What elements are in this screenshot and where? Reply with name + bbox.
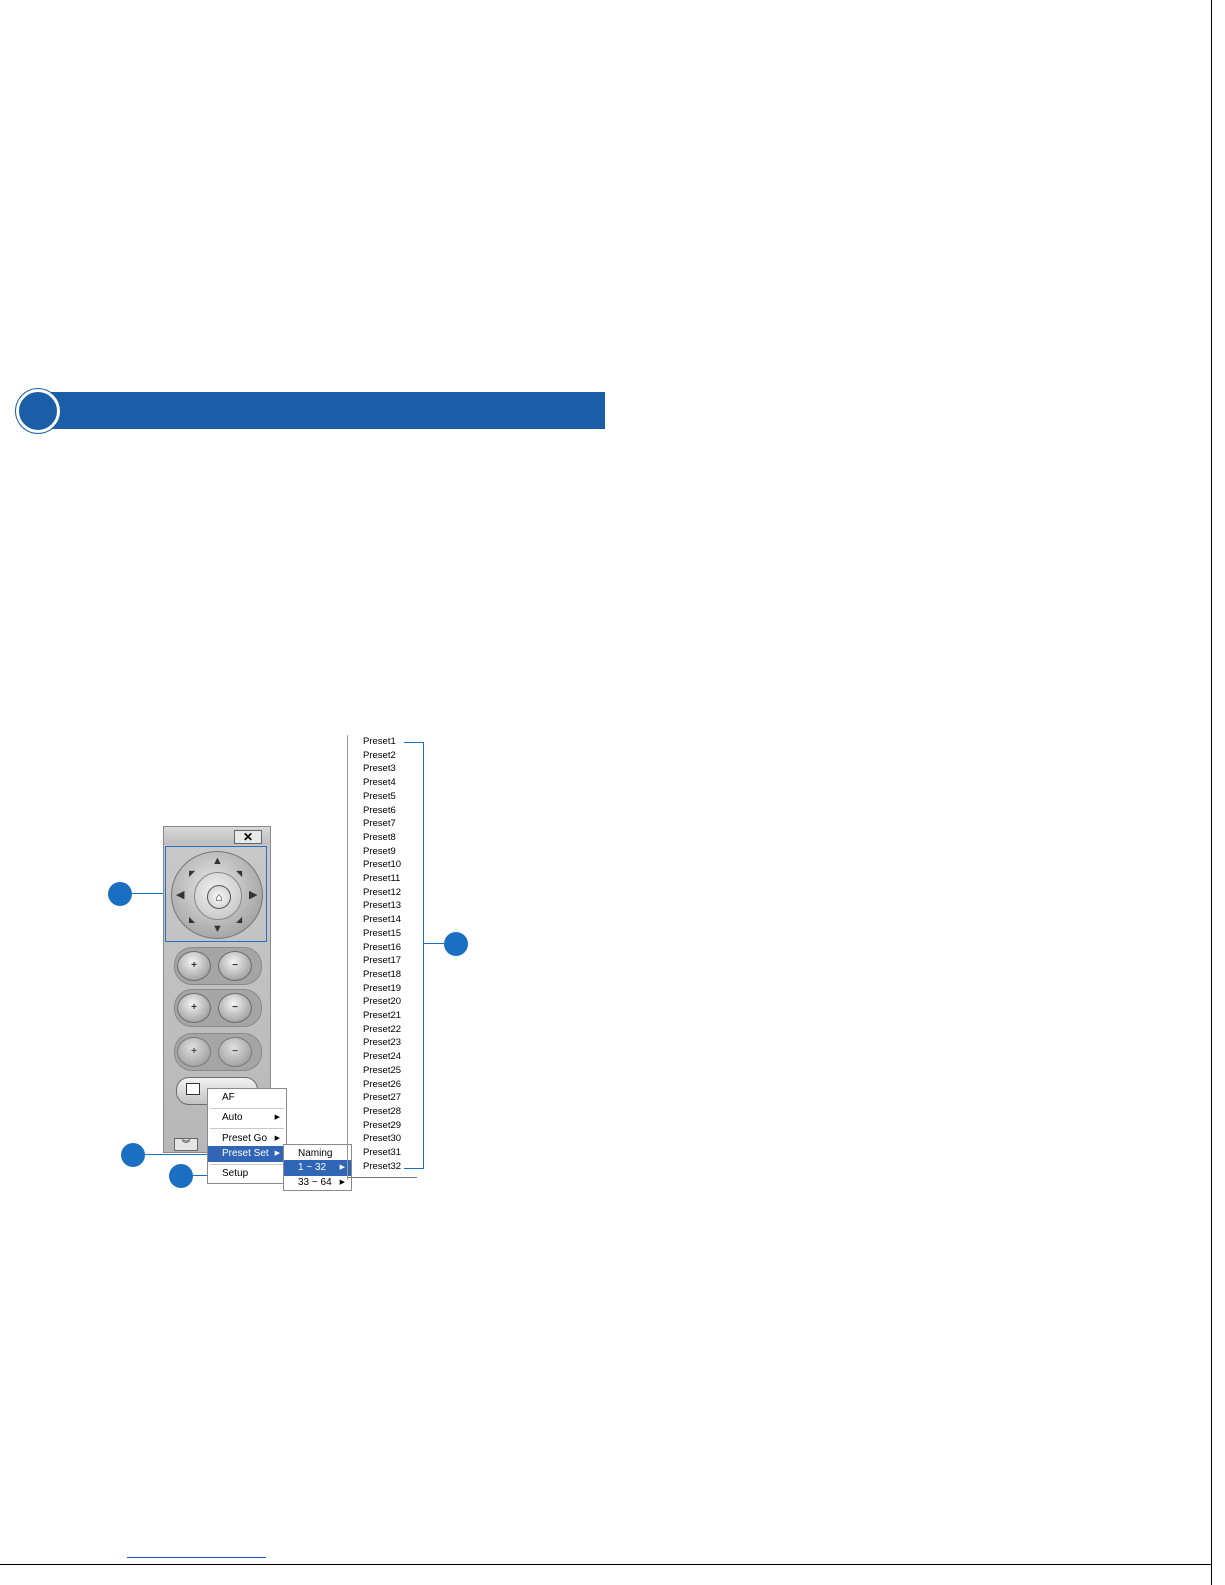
preset-list-item[interactable]: Preset19 bbox=[363, 983, 402, 994]
preset-list-item[interactable]: Preset25 bbox=[363, 1065, 402, 1076]
section-header-bar bbox=[42, 392, 605, 429]
submenu-arrow-icon: ▶ bbox=[274, 1135, 280, 1142]
pan-up-left-icon[interactable]: ◤ bbox=[189, 869, 196, 878]
ptz-context-menu: AF Auto▶ Preset Go▶ Preset Set▶ Setup bbox=[207, 1088, 287, 1184]
callout-line-preset-list bbox=[424, 943, 444, 944]
preset-list-item[interactable]: Preset5 bbox=[363, 791, 396, 802]
direction-pad: ▲ ▼ ◀ ▶ ◤ ◥ ◣ ◢ ⌂ bbox=[171, 851, 263, 939]
close-button[interactable]: ✕ bbox=[234, 830, 262, 844]
preset-list-bracket bbox=[404, 742, 424, 743]
submenu-item-range-1-32[interactable]: 1 ~ 32▶ bbox=[284, 1160, 351, 1176]
pan-right-icon[interactable]: ▶ bbox=[249, 889, 258, 901]
callout-marker-preset-list bbox=[444, 932, 468, 956]
preset-list-item[interactable]: Preset21 bbox=[363, 1010, 402, 1021]
preset-set-submenu: Naming 1 ~ 32▶ 33 ~ 64▶ bbox=[283, 1144, 352, 1191]
preset-list-item[interactable]: Preset27 bbox=[363, 1092, 402, 1103]
direction-pad-center: ⌂ bbox=[194, 872, 242, 920]
iris-close-icon: − bbox=[232, 1046, 238, 1057]
menu-item-af[interactable]: AF bbox=[222, 1092, 235, 1103]
preset-list-item[interactable]: Preset2 bbox=[363, 750, 396, 761]
chevron-down-icon: ︾ bbox=[181, 1139, 191, 1149]
preset-list-item[interactable]: Preset28 bbox=[363, 1106, 402, 1117]
submenu-item-naming[interactable]: Naming bbox=[298, 1148, 333, 1159]
callout-marker-ptz-control bbox=[108, 882, 132, 906]
preset-list-item[interactable]: Preset31 bbox=[363, 1147, 402, 1158]
footer-link-underline bbox=[127, 1557, 266, 1558]
pan-down-right-icon[interactable]: ◢ bbox=[236, 915, 243, 924]
menu-icon bbox=[186, 1083, 200, 1095]
ptz-titlebar: ✕ bbox=[164, 827, 270, 845]
direction-pad-frame: ▲ ▼ ◀ ▶ ◤ ◥ ◣ ◢ ⌂ bbox=[165, 846, 267, 956]
menu-separator bbox=[210, 1128, 284, 1129]
submenu-arrow-icon: ▶ bbox=[274, 1114, 280, 1121]
preset-list-item[interactable]: Preset18 bbox=[363, 969, 402, 980]
pan-up-icon[interactable]: ▲ bbox=[212, 855, 223, 867]
preset-list-item[interactable]: Preset26 bbox=[363, 1079, 402, 1090]
callout-marker-range bbox=[169, 1164, 193, 1188]
preset-list-item[interactable]: Preset4 bbox=[363, 777, 396, 788]
submenu-arrow-icon: ▶ bbox=[274, 1150, 280, 1157]
callout-line-ptz-control bbox=[132, 893, 164, 894]
home-icon: ⌂ bbox=[215, 890, 223, 904]
iris-open-icon: + bbox=[191, 1046, 197, 1057]
preset-list-item[interactable]: Preset23 bbox=[363, 1037, 402, 1048]
home-button[interactable]: ⌂ bbox=[207, 885, 231, 909]
pan-left-icon[interactable]: ◀ bbox=[176, 889, 185, 901]
preset-list-item[interactable]: Preset29 bbox=[363, 1120, 402, 1131]
focus-far-button[interactable]: − bbox=[218, 993, 252, 1023]
menu-separator bbox=[210, 1108, 284, 1109]
menu-item-preset-set[interactable]: Preset Set▶ bbox=[208, 1146, 286, 1162]
ptz-control-panel: ✕ ▲ ▼ ◀ ▶ ◤ ◥ ◣ ◢ ⌂ + − + − + − ︾ bbox=[163, 826, 271, 1153]
preset-list-item[interactable]: Preset13 bbox=[363, 900, 402, 911]
preset-list-item[interactable]: Preset10 bbox=[363, 859, 402, 870]
preset-list-item[interactable]: Preset15 bbox=[363, 928, 402, 939]
submenu-arrow-icon: ▶ bbox=[339, 1164, 345, 1171]
iris-close-button[interactable]: − bbox=[218, 1037, 252, 1067]
preset-list-bracket bbox=[404, 1168, 424, 1169]
preset-list-item[interactable]: Preset6 bbox=[363, 805, 396, 816]
zoom-out-button[interactable]: − bbox=[218, 951, 252, 981]
expand-button[interactable]: ︾ bbox=[174, 1138, 198, 1151]
preset-list-item[interactable]: Preset14 bbox=[363, 914, 402, 925]
preset-list-item[interactable]: Preset17 bbox=[363, 955, 402, 966]
pan-up-right-icon[interactable]: ◥ bbox=[236, 869, 243, 878]
menu-item-auto[interactable]: Auto▶ bbox=[208, 1110, 286, 1126]
preset-list-item[interactable]: Preset32 bbox=[363, 1161, 402, 1172]
preset-list-item[interactable]: Preset8 bbox=[363, 832, 396, 843]
callout-marker-preset-set bbox=[121, 1143, 145, 1167]
preset-list-item[interactable]: Preset22 bbox=[363, 1024, 402, 1035]
callout-line-preset-set bbox=[145, 1154, 208, 1155]
pan-down-left-icon[interactable]: ◣ bbox=[189, 915, 196, 924]
footer-rule bbox=[0, 1564, 1212, 1565]
submenu-item-range-33-64[interactable]: 33 ~ 64▶ bbox=[284, 1175, 351, 1191]
menu-item-preset-go[interactable]: Preset Go▶ bbox=[208, 1131, 286, 1147]
preset-list-bracket bbox=[423, 742, 424, 1169]
preset-list-item[interactable]: Preset1 bbox=[363, 736, 396, 747]
preset-list-item[interactable]: Preset9 bbox=[363, 846, 396, 857]
menu-separator bbox=[210, 1164, 284, 1165]
focus-near-button[interactable]: + bbox=[177, 993, 211, 1023]
page-right-rule bbox=[1211, 0, 1212, 1585]
menu-item-setup[interactable]: Setup bbox=[222, 1168, 249, 1179]
preset-list-item[interactable]: Preset3 bbox=[363, 763, 396, 774]
preset-list-item[interactable]: Preset24 bbox=[363, 1051, 402, 1062]
preset-list-item[interactable]: Preset30 bbox=[363, 1133, 402, 1144]
preset-list-item[interactable]: Preset12 bbox=[363, 887, 402, 898]
pan-down-icon[interactable]: ▼ bbox=[212, 923, 223, 935]
focus-near-icon: + bbox=[191, 1002, 197, 1013]
focus-far-icon: − bbox=[232, 1002, 238, 1013]
iris-open-button[interactable]: + bbox=[177, 1037, 211, 1067]
preset-list-item[interactable]: Preset16 bbox=[363, 942, 402, 953]
preset-list-border bbox=[347, 1177, 417, 1178]
close-icon: ✕ bbox=[242, 830, 254, 844]
preset-list-item[interactable]: Preset7 bbox=[363, 818, 396, 829]
section-number-badge bbox=[16, 389, 60, 433]
zoom-out-icon: − bbox=[232, 960, 238, 971]
preset-list-border bbox=[347, 735, 348, 1180]
preset-list-item[interactable]: Preset11 bbox=[363, 873, 401, 884]
zoom-in-icon: + bbox=[191, 960, 197, 971]
submenu-arrow-icon: ▶ bbox=[339, 1179, 345, 1186]
zoom-in-button[interactable]: + bbox=[177, 951, 211, 981]
preset-list-item[interactable]: Preset20 bbox=[363, 996, 402, 1007]
